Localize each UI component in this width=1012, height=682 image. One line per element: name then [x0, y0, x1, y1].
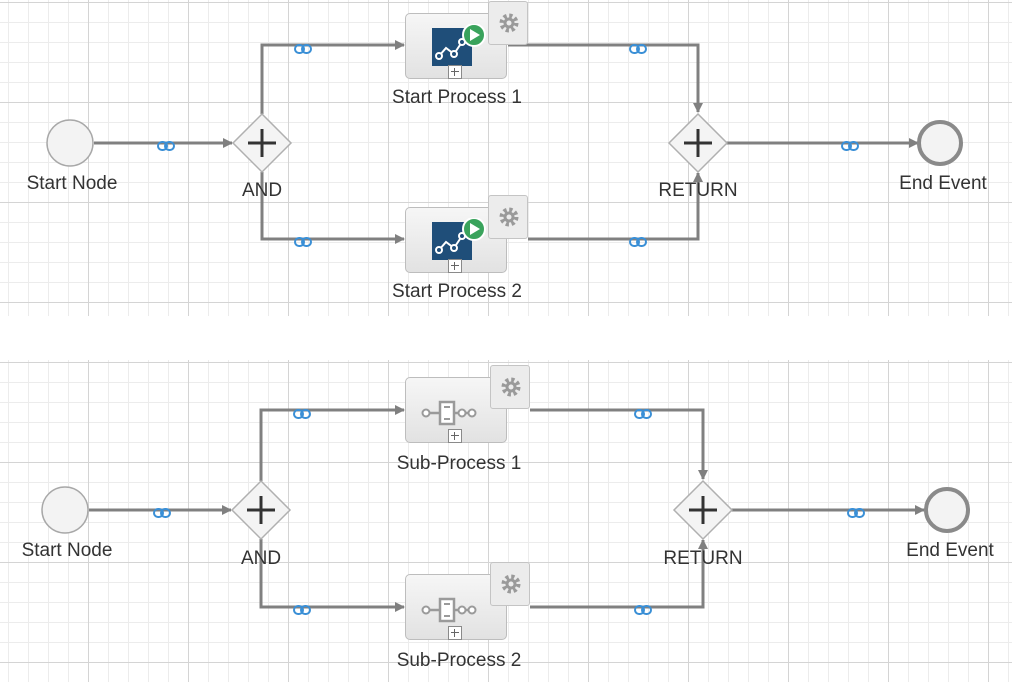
task-label: Sub-Process 2	[396, 650, 522, 671]
settings-gear-button[interactable]	[488, 195, 528, 239]
end-event-circle[interactable]	[924, 487, 970, 533]
link-icon[interactable]	[629, 237, 647, 247]
gear-icon	[501, 574, 521, 594]
and-gateway[interactable]	[231, 112, 293, 174]
and-gateway[interactable]	[230, 479, 292, 541]
link-icon[interactable]	[294, 44, 312, 54]
sequence-flow[interactable]	[260, 172, 405, 244]
sub-process-icon	[421, 597, 477, 623]
task-label: Start Process 2	[392, 281, 522, 302]
settings-gear-button[interactable]	[488, 1, 528, 45]
start-node-circle[interactable]	[46, 119, 94, 167]
sequence-flow[interactable]	[528, 172, 703, 241]
settings-gear-button[interactable]	[490, 562, 530, 606]
link-icon[interactable]	[847, 508, 865, 518]
task-label: Sub-Process 1	[396, 453, 522, 474]
link-icon[interactable]	[634, 605, 652, 615]
diagram-separator	[0, 316, 1012, 360]
expand-icon[interactable]	[448, 259, 462, 273]
task-label: Start Process 1	[392, 87, 522, 108]
return-gateway-label: RETURN	[658, 180, 738, 201]
diagram-canvas-sub-process: Start Node AND Sub-Process 1 Sub-Process…	[0, 360, 1012, 682]
expand-icon[interactable]	[448, 65, 462, 79]
gear-icon	[501, 377, 521, 397]
link-icon[interactable]	[293, 605, 311, 615]
expand-icon[interactable]	[448, 626, 462, 640]
link-icon[interactable]	[157, 141, 175, 151]
end-event-label: End Event	[899, 173, 987, 194]
start-process-2-task[interactable]	[405, 207, 507, 273]
link-icon[interactable]	[634, 409, 652, 419]
end-event-circle[interactable]	[917, 120, 963, 166]
start-node-label: Start Node	[21, 540, 113, 561]
link-icon[interactable]	[294, 237, 312, 247]
link-icon[interactable]	[153, 508, 171, 518]
expand-icon[interactable]	[448, 429, 462, 443]
start-node-circle[interactable]	[41, 486, 89, 534]
diagram-canvas-start-process: Start Node AND Start Process 1 Start Pro…	[0, 0, 1012, 316]
link-icon[interactable]	[293, 409, 311, 419]
link-icon[interactable]	[629, 44, 647, 54]
gear-icon	[499, 13, 519, 33]
return-gateway-label: RETURN	[663, 548, 743, 569]
sequence-flow[interactable]	[530, 539, 708, 609]
connectors-layer	[46, 40, 963, 247]
link-icon[interactable]	[841, 141, 859, 151]
and-gateway-label: AND	[240, 548, 282, 569]
return-gateway[interactable]	[667, 112, 729, 174]
gear-icon	[499, 207, 519, 227]
return-gateway[interactable]	[672, 479, 734, 541]
sequence-flow[interactable]	[260, 40, 405, 114]
connectors-layer	[41, 405, 970, 615]
start-node-label: Start Node	[26, 173, 118, 194]
end-event-label: End Event	[906, 540, 994, 561]
sub-process-icon	[421, 400, 477, 426]
sequence-flow[interactable]	[259, 405, 405, 481]
sequence-flow[interactable]	[530, 408, 708, 480]
settings-gear-button[interactable]	[490, 365, 530, 409]
and-gateway-label: AND	[241, 180, 283, 201]
sequence-flow[interactable]	[508, 43, 703, 113]
start-process-icon	[432, 24, 486, 66]
start-process-icon	[432, 218, 486, 260]
sequence-flow[interactable]	[259, 539, 405, 612]
